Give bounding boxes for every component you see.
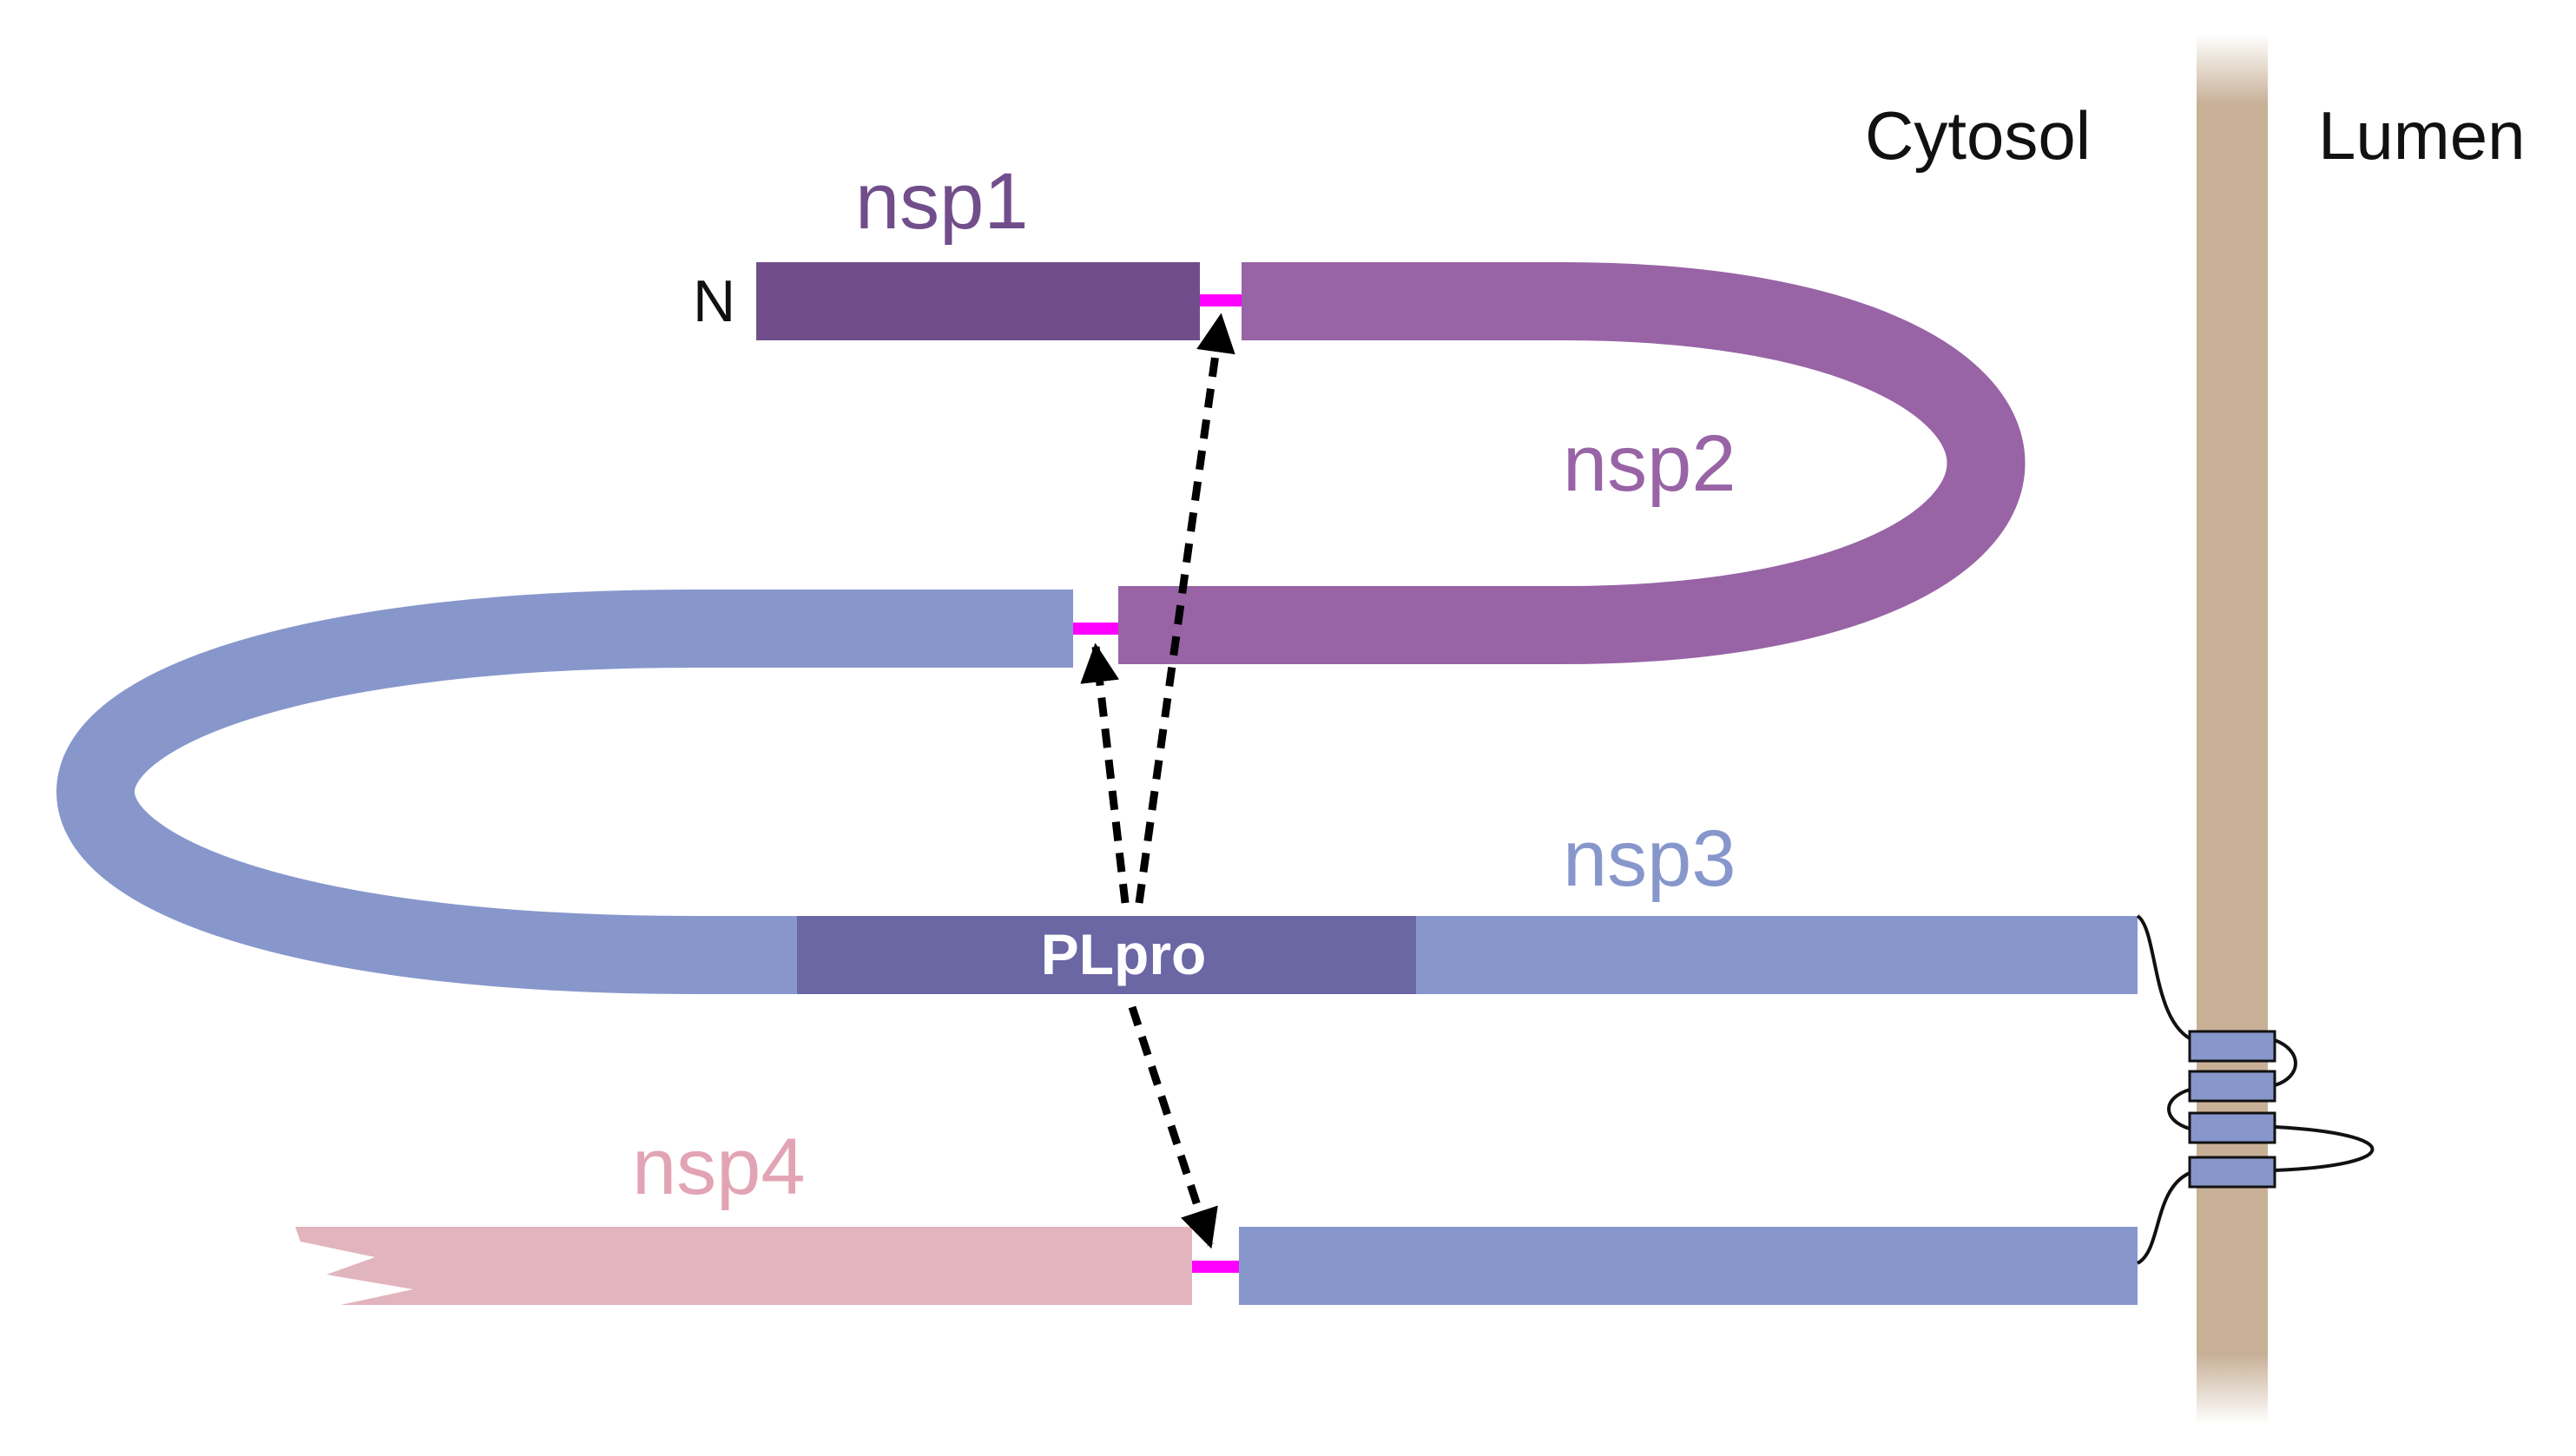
nsp1-segment [756, 262, 1200, 340]
nsp4-label: nsp4 [632, 1123, 806, 1211]
nsp1-label: nsp1 [855, 157, 1029, 246]
nsp2-label: nsp2 [1563, 419, 1736, 508]
membrane-helix [2188, 1070, 2276, 1103]
plpro-domain [797, 916, 1416, 994]
plpro-label: PLpro [1041, 922, 1207, 986]
n-terminus-label: N [693, 268, 735, 334]
membrane-helices [2188, 1030, 2276, 1189]
nsp3-label: nsp3 [1563, 814, 1736, 903]
membrane-helix [2188, 1111, 2276, 1144]
lumen-label: Lumen [2318, 97, 2526, 174]
nsp2-segment [1118, 262, 2026, 664]
cytosol-label: Cytosol [1865, 97, 2091, 174]
arrow-to-nsp2-nsp3-site [1080, 642, 1130, 904]
nsp3-segment [56, 590, 2138, 994]
transmembrane-loops [2136, 914, 2375, 1265]
cleavage-arrows [1080, 313, 1235, 1249]
membrane-helix [2188, 1030, 2276, 1063]
membrane-helix [2188, 1156, 2276, 1189]
arrow-to-nsp1-nsp2-site [1135, 313, 1235, 904]
nsp4-segment [295, 1227, 1192, 1305]
cleavage-site-nsp2-nsp3 [1073, 623, 1118, 635]
er-membrane [2197, 35, 2268, 1424]
arrow-to-nsp3-nsp4-site [1128, 1005, 1218, 1249]
cleavage-site-nsp1-nsp2 [1200, 294, 1242, 306]
cleavage-site-nsp3-nsp4 [1192, 1261, 1239, 1273]
nsp4-transmembrane-segment [1239, 1227, 2138, 1305]
